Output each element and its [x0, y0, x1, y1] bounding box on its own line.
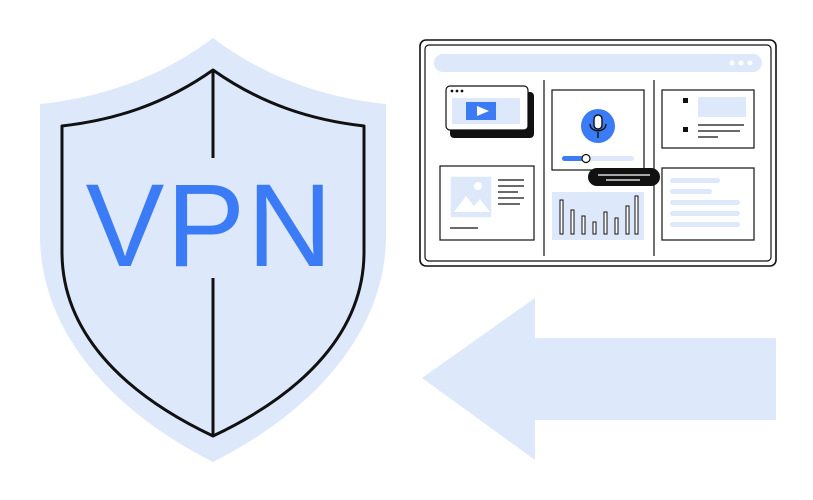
- browser-window: [419, 39, 777, 267]
- text-card: [661, 167, 755, 241]
- microphone-icon: [589, 114, 607, 138]
- address-bar: [434, 54, 762, 72]
- list-icon: [683, 98, 688, 132]
- left-arrow: [422, 298, 776, 460]
- checklist-card: [661, 89, 755, 149]
- video-card: [445, 85, 534, 138]
- vpn-shield: VPN: [40, 38, 386, 462]
- play-icon: [477, 106, 489, 116]
- audio-progress-fill: [562, 156, 584, 161]
- bar-chart-card: [552, 192, 644, 240]
- image-card: [439, 165, 535, 241]
- tooltip-pill: [588, 168, 660, 186]
- three-dots-icon: [729, 60, 753, 66]
- text-lines-icon: [670, 178, 740, 227]
- microphone-card: [551, 89, 645, 171]
- bar-chart-icon: [559, 195, 639, 235]
- vpn-label: VPN: [86, 160, 335, 292]
- audio-progress-knob: [581, 153, 591, 164]
